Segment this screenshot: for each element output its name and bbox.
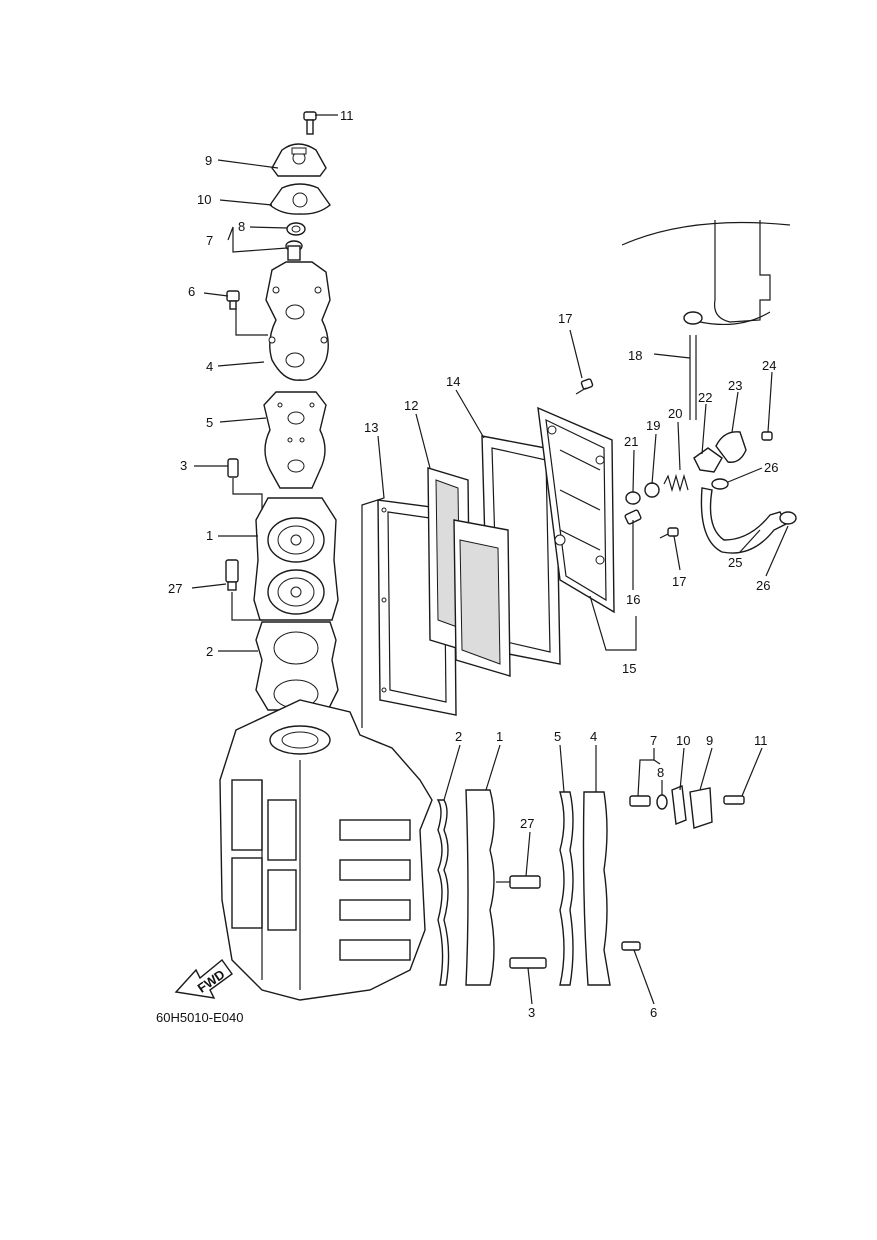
callout-4: 4	[206, 359, 213, 374]
callout-3-right: 3	[528, 1005, 535, 1020]
callout-10-right: 10	[676, 733, 690, 748]
callout-21: 21	[624, 434, 638, 449]
callout-6-right: 6	[650, 1005, 657, 1020]
clamp-26-lower	[779, 511, 797, 525]
spring-20	[663, 473, 689, 493]
callout-2: 2	[206, 644, 213, 659]
hose-25	[700, 487, 787, 554]
callout-3: 3	[180, 458, 187, 473]
callout-2-right: 2	[455, 729, 462, 744]
bolt-17-lower	[659, 527, 679, 539]
reference-outline	[621, 220, 791, 326]
callout-5: 5	[206, 415, 213, 430]
gasket-5-side	[559, 791, 574, 986]
callout-18: 18	[628, 348, 642, 363]
callout-1: 1	[206, 528, 213, 543]
gasket-22	[693, 447, 723, 473]
head-cover-4-side	[582, 791, 611, 986]
callout-7: 7	[206, 233, 213, 248]
stud-3-top	[227, 458, 239, 478]
callout-8: 8	[238, 219, 245, 234]
cover-9-side	[689, 787, 713, 829]
callout-9-right: 9	[706, 733, 713, 748]
seal-8	[286, 222, 306, 236]
gasket-10	[269, 183, 331, 215]
tube-18	[683, 311, 703, 420]
spark-plug-27-left	[225, 559, 239, 591]
fitting-21	[625, 491, 641, 505]
callout-5-right: 5	[554, 729, 561, 744]
callout-labels: 11 9 10 8 7 6 4 5 3 1 27 2 17 18 14 12 1…	[168, 108, 778, 1020]
cylinder-head-1	[253, 497, 339, 621]
callout-20: 20	[668, 406, 682, 421]
callout-7-right: 7	[650, 733, 657, 748]
plug-16	[624, 509, 642, 525]
callout-15: 15	[622, 661, 636, 676]
callout-10: 10	[197, 192, 211, 207]
callout-14: 14	[446, 374, 460, 389]
callout-11-right: 11	[754, 733, 768, 748]
stud-3-side	[509, 957, 547, 969]
callout-19: 19	[646, 418, 660, 433]
callout-24: 24	[762, 358, 776, 373]
spark-plug-27-side	[496, 875, 541, 889]
fwd-arrow-icon: FWD	[174, 958, 233, 999]
callout-8-right: 8	[657, 765, 664, 780]
bolt-11-top	[303, 111, 317, 135]
clamp-26-upper	[711, 478, 729, 490]
head-gasket-2	[255, 621, 339, 711]
bolt-6-top	[226, 290, 240, 310]
callout-27: 27	[168, 581, 182, 596]
callout-11: 11	[340, 108, 354, 123]
bolt-6-side	[621, 941, 641, 951]
fitting-7	[285, 240, 303, 261]
leader-lines	[191, 114, 789, 1005]
thermostat-cover-23	[715, 431, 747, 463]
callout-12: 12	[404, 398, 418, 413]
engine-block	[219, 699, 433, 1001]
callout-17-upper: 17	[558, 311, 572, 326]
gasket-14	[453, 435, 561, 677]
fitting-7-side	[629, 795, 651, 807]
callout-22: 22	[698, 390, 712, 405]
bolt-17-upper	[575, 378, 594, 395]
seal-8-side	[656, 794, 668, 810]
callout-23: 23	[728, 378, 742, 393]
callout-25: 25	[728, 555, 742, 570]
callout-9: 9	[205, 153, 212, 168]
cylinder-head-1-side	[465, 789, 495, 986]
grommet-19	[644, 482, 660, 498]
bolt-11-side	[723, 795, 745, 805]
callout-16: 16	[626, 592, 640, 607]
diagram-code: 60H5010-E040	[156, 1010, 243, 1025]
exhaust-cover-15	[537, 406, 615, 614]
gasket-10-side	[671, 785, 687, 825]
gasket-5	[263, 391, 327, 489]
callout-6: 6	[188, 284, 195, 299]
callout-1-right: 1	[496, 729, 503, 744]
cover-9	[271, 143, 327, 177]
callout-17-lower: 17	[672, 574, 686, 589]
callout-26-upper: 26	[764, 460, 778, 475]
callout-26-lower: 26	[756, 578, 770, 593]
bolt-24	[761, 431, 773, 441]
callout-13: 13	[364, 420, 378, 435]
head-gasket-2-side	[436, 799, 450, 986]
head-cover-4	[265, 261, 331, 381]
callout-4-right: 4	[590, 729, 597, 744]
callout-27-right: 27	[520, 816, 534, 831]
